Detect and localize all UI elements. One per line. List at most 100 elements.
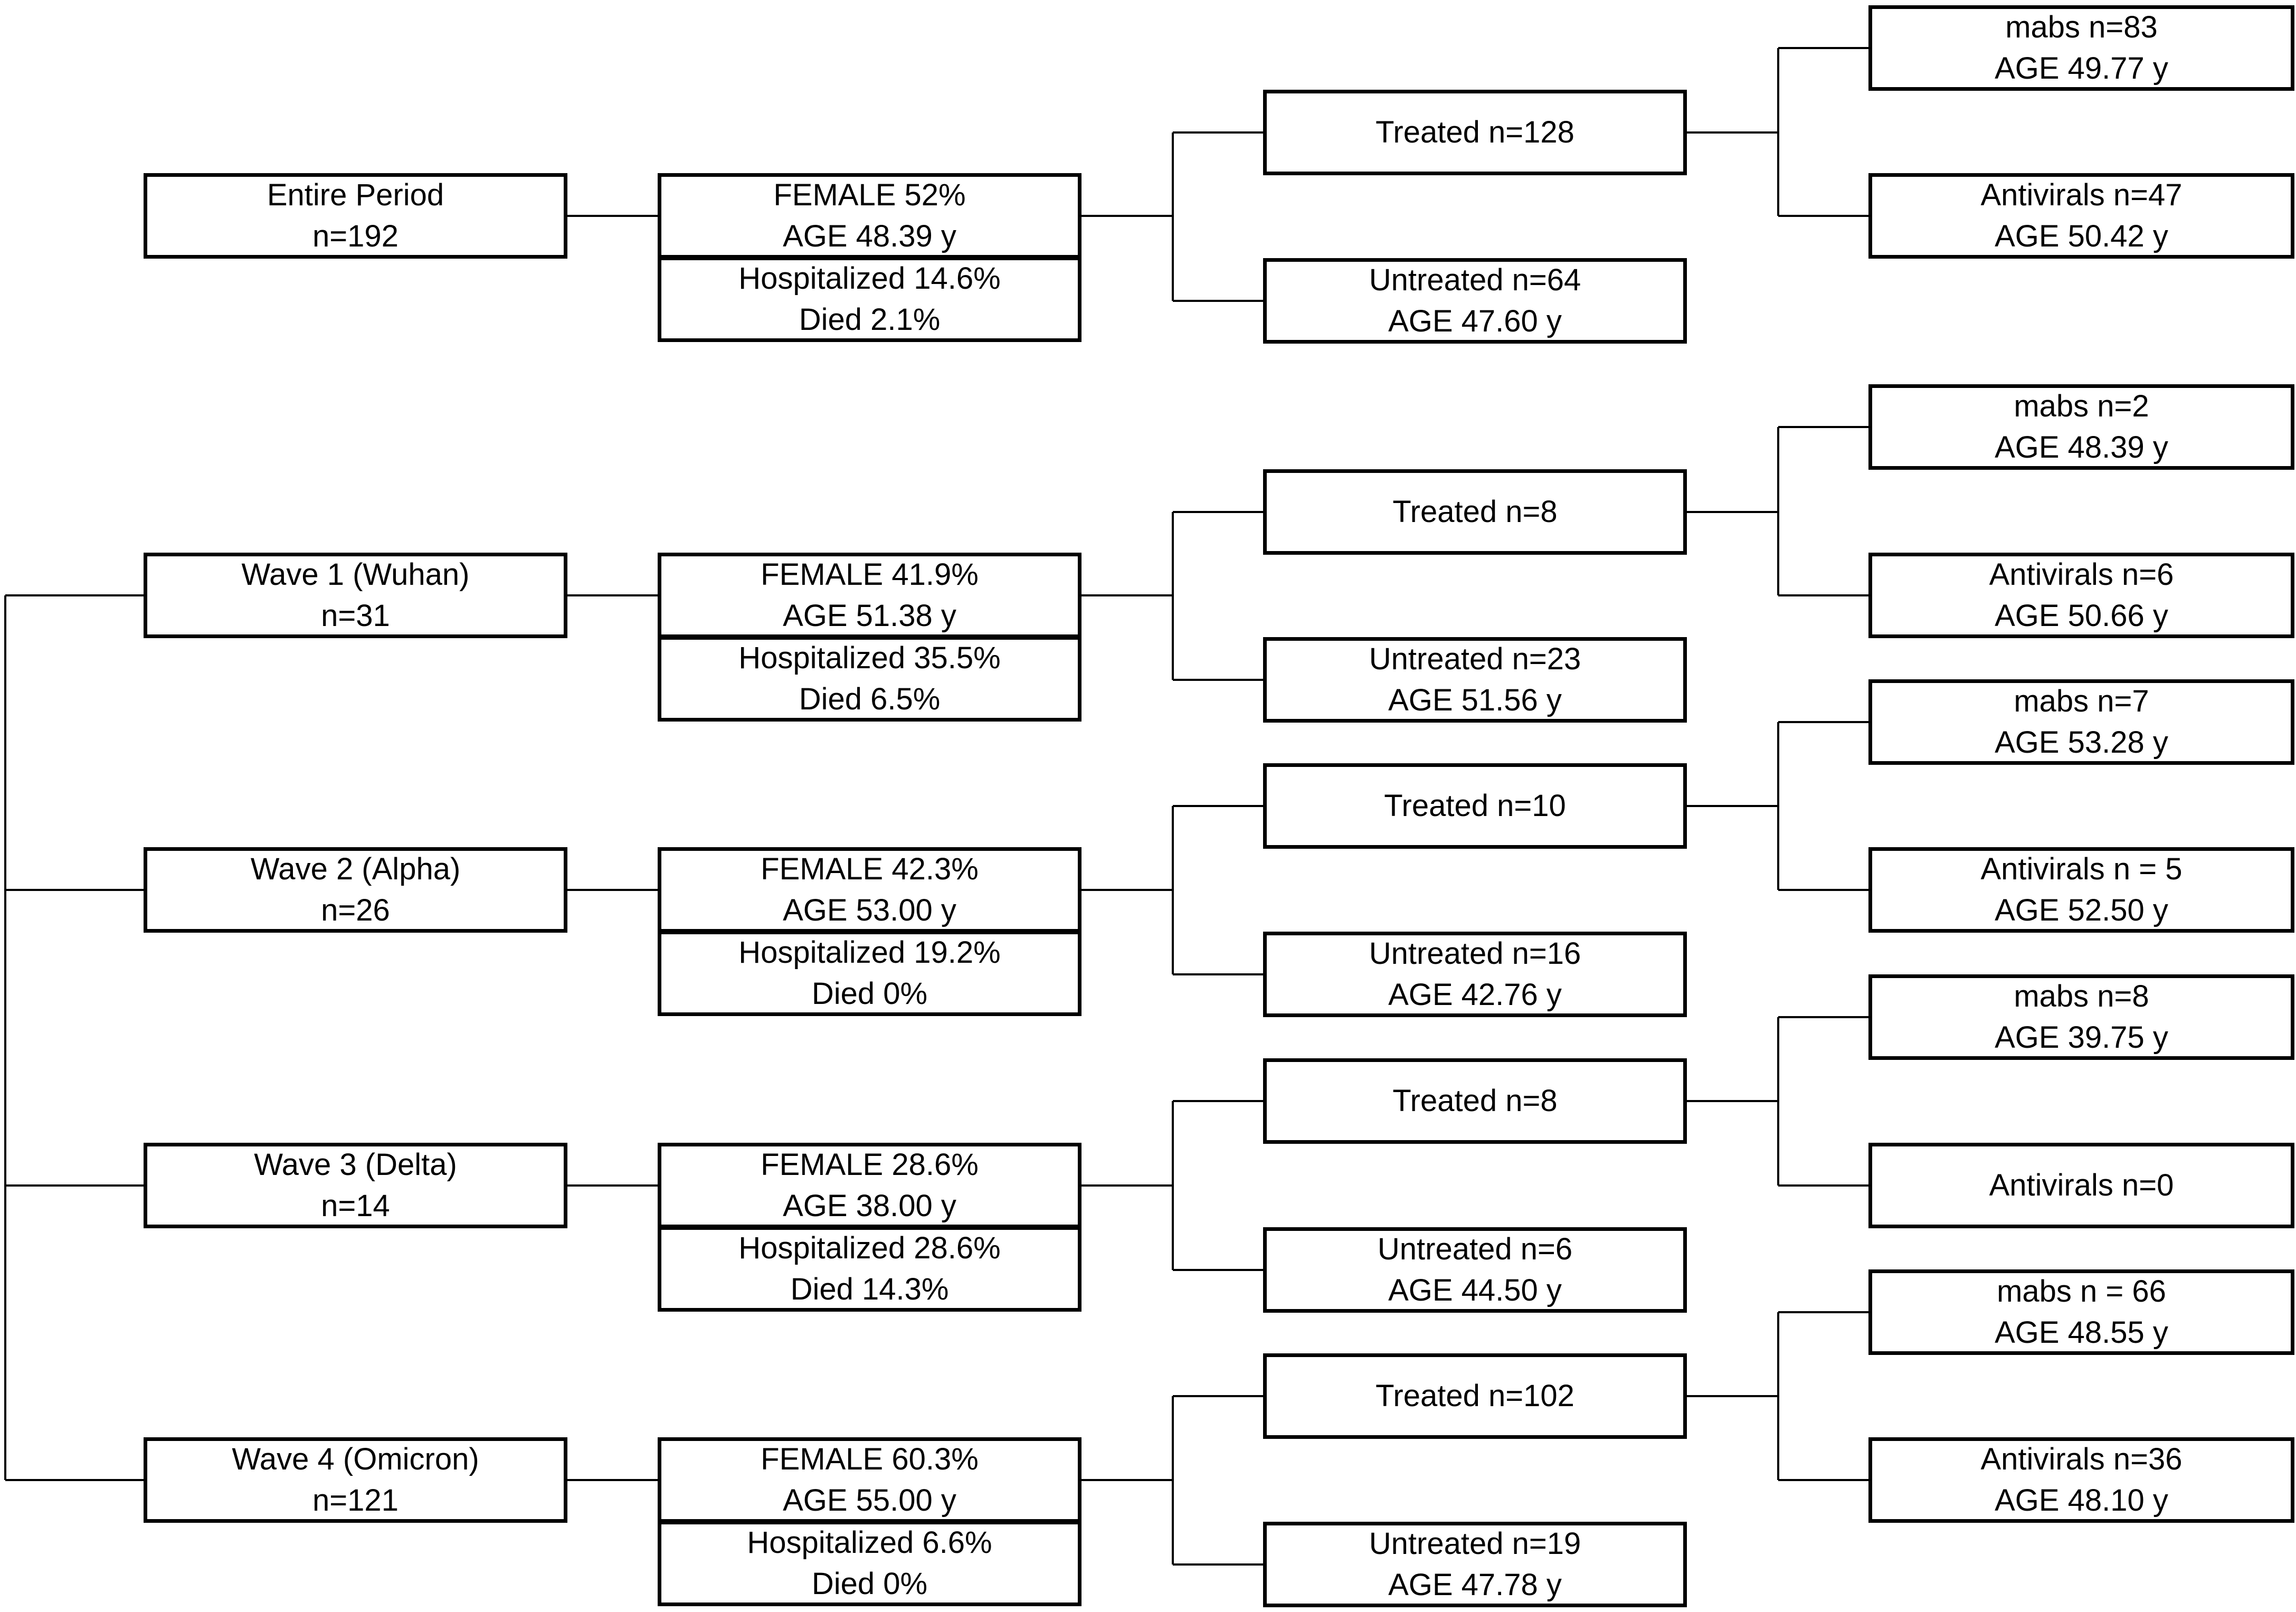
entire-period-outcomes-box-text: Died 2.1% (799, 302, 941, 337)
wave-4-group-box-text: n=121 (312, 1483, 399, 1518)
wave-1-antivirals-box-text: Antivirals n=6 (1989, 557, 2174, 592)
wave-1-outcomes-box-text: Hospitalized 35.5% (738, 641, 1001, 675)
wave-3-outcomes-box-text: Hospitalized 28.6% (738, 1231, 1001, 1265)
wave-3-treated-box: Treated n=8 (1263, 1058, 1687, 1144)
wave-3-untreated-box-text: AGE 44.50 y (1388, 1273, 1562, 1307)
entire-period-group-box-text: Entire Period (267, 178, 444, 212)
wave-2-demographics-box-text: AGE 53.00 y (783, 893, 956, 927)
wave-3-demographics-box-text: AGE 38.00 y (783, 1189, 956, 1223)
wave-2-outcomes-box: Hospitalized 19.2% Died 0% (658, 931, 1081, 1016)
wave-1-group-box: Wave 1 (Wuhan) n=31 (144, 553, 567, 638)
entire-period-group-box: Entire Period n=192 (144, 173, 567, 259)
wave-2-mabs-box-text: AGE 53.28 y (1995, 725, 2168, 760)
entire-period-demographics-box-text: FEMALE 52% (773, 178, 966, 212)
wave-4-mabs-box-text: mabs n = 66 (1997, 1274, 2166, 1308)
wave-2-mabs-box-text: mabs n=7 (2014, 684, 2149, 718)
entire-period-outcomes-box: Hospitalized 14.6% Died 2.1% (658, 257, 1081, 342)
wave-4-untreated-box-text: Untreated n=19 (1369, 1526, 1581, 1561)
wave-2-untreated-box-text: Untreated n=16 (1369, 936, 1581, 971)
wave-2-untreated-box-text: AGE 42.76 y (1388, 978, 1562, 1012)
wave-4-mabs-box-text: AGE 48.55 y (1995, 1315, 2168, 1350)
wave-1-demographics-box-text: FEMALE 41.9% (761, 557, 979, 592)
wave-2-demographics-box-text: FEMALE 42.3% (761, 852, 979, 886)
wave-1-untreated-box-text: AGE 51.56 y (1388, 683, 1562, 717)
wave-3-antivirals-box: Antivirals n=0 (1868, 1143, 2294, 1228)
wave-4-outcomes-box-text: Died 0% (811, 1567, 928, 1601)
wave-2-group-box-text: Wave 2 (Alpha) (250, 852, 461, 886)
wave-4-antivirals-box-text: AGE 48.10 y (1995, 1483, 2168, 1518)
wave-3-group-box-text: n=14 (321, 1189, 390, 1223)
entire-period-untreated-box-text: Untreated n=64 (1369, 263, 1581, 297)
wave-4-antivirals-box-text: Antivirals n=36 (1980, 1442, 2183, 1476)
wave-2-antivirals-box-text: Antivirals n = 5 (1980, 852, 2183, 886)
entire-period-mabs-box-text: AGE 49.77 y (1995, 51, 2168, 86)
wave-3-group-box-text: Wave 3 (Delta) (254, 1148, 457, 1182)
wave-2-treated-box-text: Treated n=10 (1384, 789, 1566, 823)
entire-period-outcomes-box-text: Hospitalized 14.6% (738, 261, 1001, 296)
wave-2-demographics-box: FEMALE 42.3% AGE 53.00 y (658, 847, 1081, 933)
wave-4-group-box-text: Wave 4 (Omicron) (232, 1442, 479, 1476)
wave-1-treated-box-text: Treated n=8 (1392, 495, 1558, 529)
wave-3-mabs-box-text: mabs n=8 (2014, 979, 2149, 1013)
wave-4-mabs-box: mabs n = 66 AGE 48.55 y (1868, 1269, 2294, 1355)
wave-4-treated-box-text: Treated n=102 (1375, 1379, 1574, 1413)
entire-period-group-box-text: n=192 (312, 219, 399, 253)
entire-period-untreated-box-text: AGE 47.60 y (1388, 304, 1562, 338)
wave-4-treated-box: Treated n=102 (1263, 1353, 1687, 1439)
wave-2-antivirals-box-text: AGE 52.50 y (1995, 893, 2168, 927)
wave-1-mabs-box-text: mabs n=2 (2014, 389, 2149, 423)
wave-1-mabs-box-text: AGE 48.39 y (1995, 430, 2168, 464)
wave-4-demographics-box-text: AGE 55.00 y (783, 1483, 956, 1518)
wave-4-untreated-box-text: AGE 47.78 y (1388, 1568, 1562, 1602)
wave-2-outcomes-box-text: Hospitalized 19.2% (738, 935, 1001, 970)
wave-2-group-box: Wave 2 (Alpha) n=26 (144, 847, 567, 933)
wave-1-demographics-box: FEMALE 41.9% AGE 51.38 y (658, 553, 1081, 638)
entire-period-antivirals-box-text: AGE 50.42 y (1995, 219, 2168, 253)
wave-2-group-box-text: n=26 (321, 893, 390, 927)
wave-4-outcomes-box-text: Hospitalized 6.6% (747, 1525, 992, 1560)
entire-period-demographics-box: FEMALE 52% AGE 48.39 y (658, 173, 1081, 259)
wave-1-treated-box: Treated n=8 (1263, 469, 1687, 555)
wave-1-untreated-box-text: Untreated n=23 (1369, 642, 1581, 676)
wave-3-group-box: Wave 3 (Delta) n=14 (144, 1143, 567, 1228)
wave-3-demographics-box: FEMALE 28.6% AGE 38.00 y (658, 1143, 1081, 1228)
wave-3-outcomes-box: Hospitalized 28.6% Died 14.3% (658, 1226, 1081, 1312)
wave-4-demographics-box-text: FEMALE 60.3% (761, 1442, 979, 1476)
entire-period-treated-box: Treated n=128 (1263, 90, 1687, 175)
entire-period-antivirals-box-text: Antivirals n=47 (1980, 178, 2183, 212)
wave-1-demographics-box-text: AGE 51.38 y (783, 599, 956, 633)
wave-4-outcomes-box: Hospitalized 6.6% Died 0% (658, 1521, 1081, 1606)
wave-1-outcomes-box: Hospitalized 35.5% Died 6.5% (658, 636, 1081, 722)
wave-1-outcomes-box-text: Died 6.5% (799, 682, 941, 716)
entire-period-demographics-box-text: AGE 48.39 y (783, 219, 956, 253)
entire-period-mabs-box-text: mabs n=83 (2005, 10, 2158, 44)
wave-3-untreated-box-text: Untreated n=6 (1377, 1232, 1573, 1266)
wave-2-antivirals-box: Antivirals n = 5 AGE 52.50 y (1868, 847, 2294, 933)
wave-3-treated-box-text: Treated n=8 (1392, 1084, 1558, 1118)
wave-1-group-box-text: n=31 (321, 599, 390, 633)
wave-4-group-box: Wave 4 (Omicron) n=121 (144, 1437, 567, 1523)
wave-2-treated-box: Treated n=10 (1263, 763, 1687, 849)
wave-1-antivirals-box-text: AGE 50.66 y (1995, 599, 2168, 633)
wave-4-demographics-box: FEMALE 60.3% AGE 55.00 y (658, 1437, 1081, 1523)
wave-1-group-box-text: Wave 1 (Wuhan) (241, 557, 470, 592)
entire-period-treated-box-text: Treated n=128 (1375, 115, 1574, 149)
wave-3-demographics-box-text: FEMALE 28.6% (761, 1148, 979, 1182)
wave-3-mabs-box-text: AGE 39.75 y (1995, 1020, 2168, 1055)
wave-2-outcomes-box-text: Died 0% (811, 976, 928, 1011)
wave-3-antivirals-box-text: Antivirals n=0 (1989, 1168, 2174, 1202)
wave-3-outcomes-box-text: Died 14.3% (790, 1272, 949, 1306)
